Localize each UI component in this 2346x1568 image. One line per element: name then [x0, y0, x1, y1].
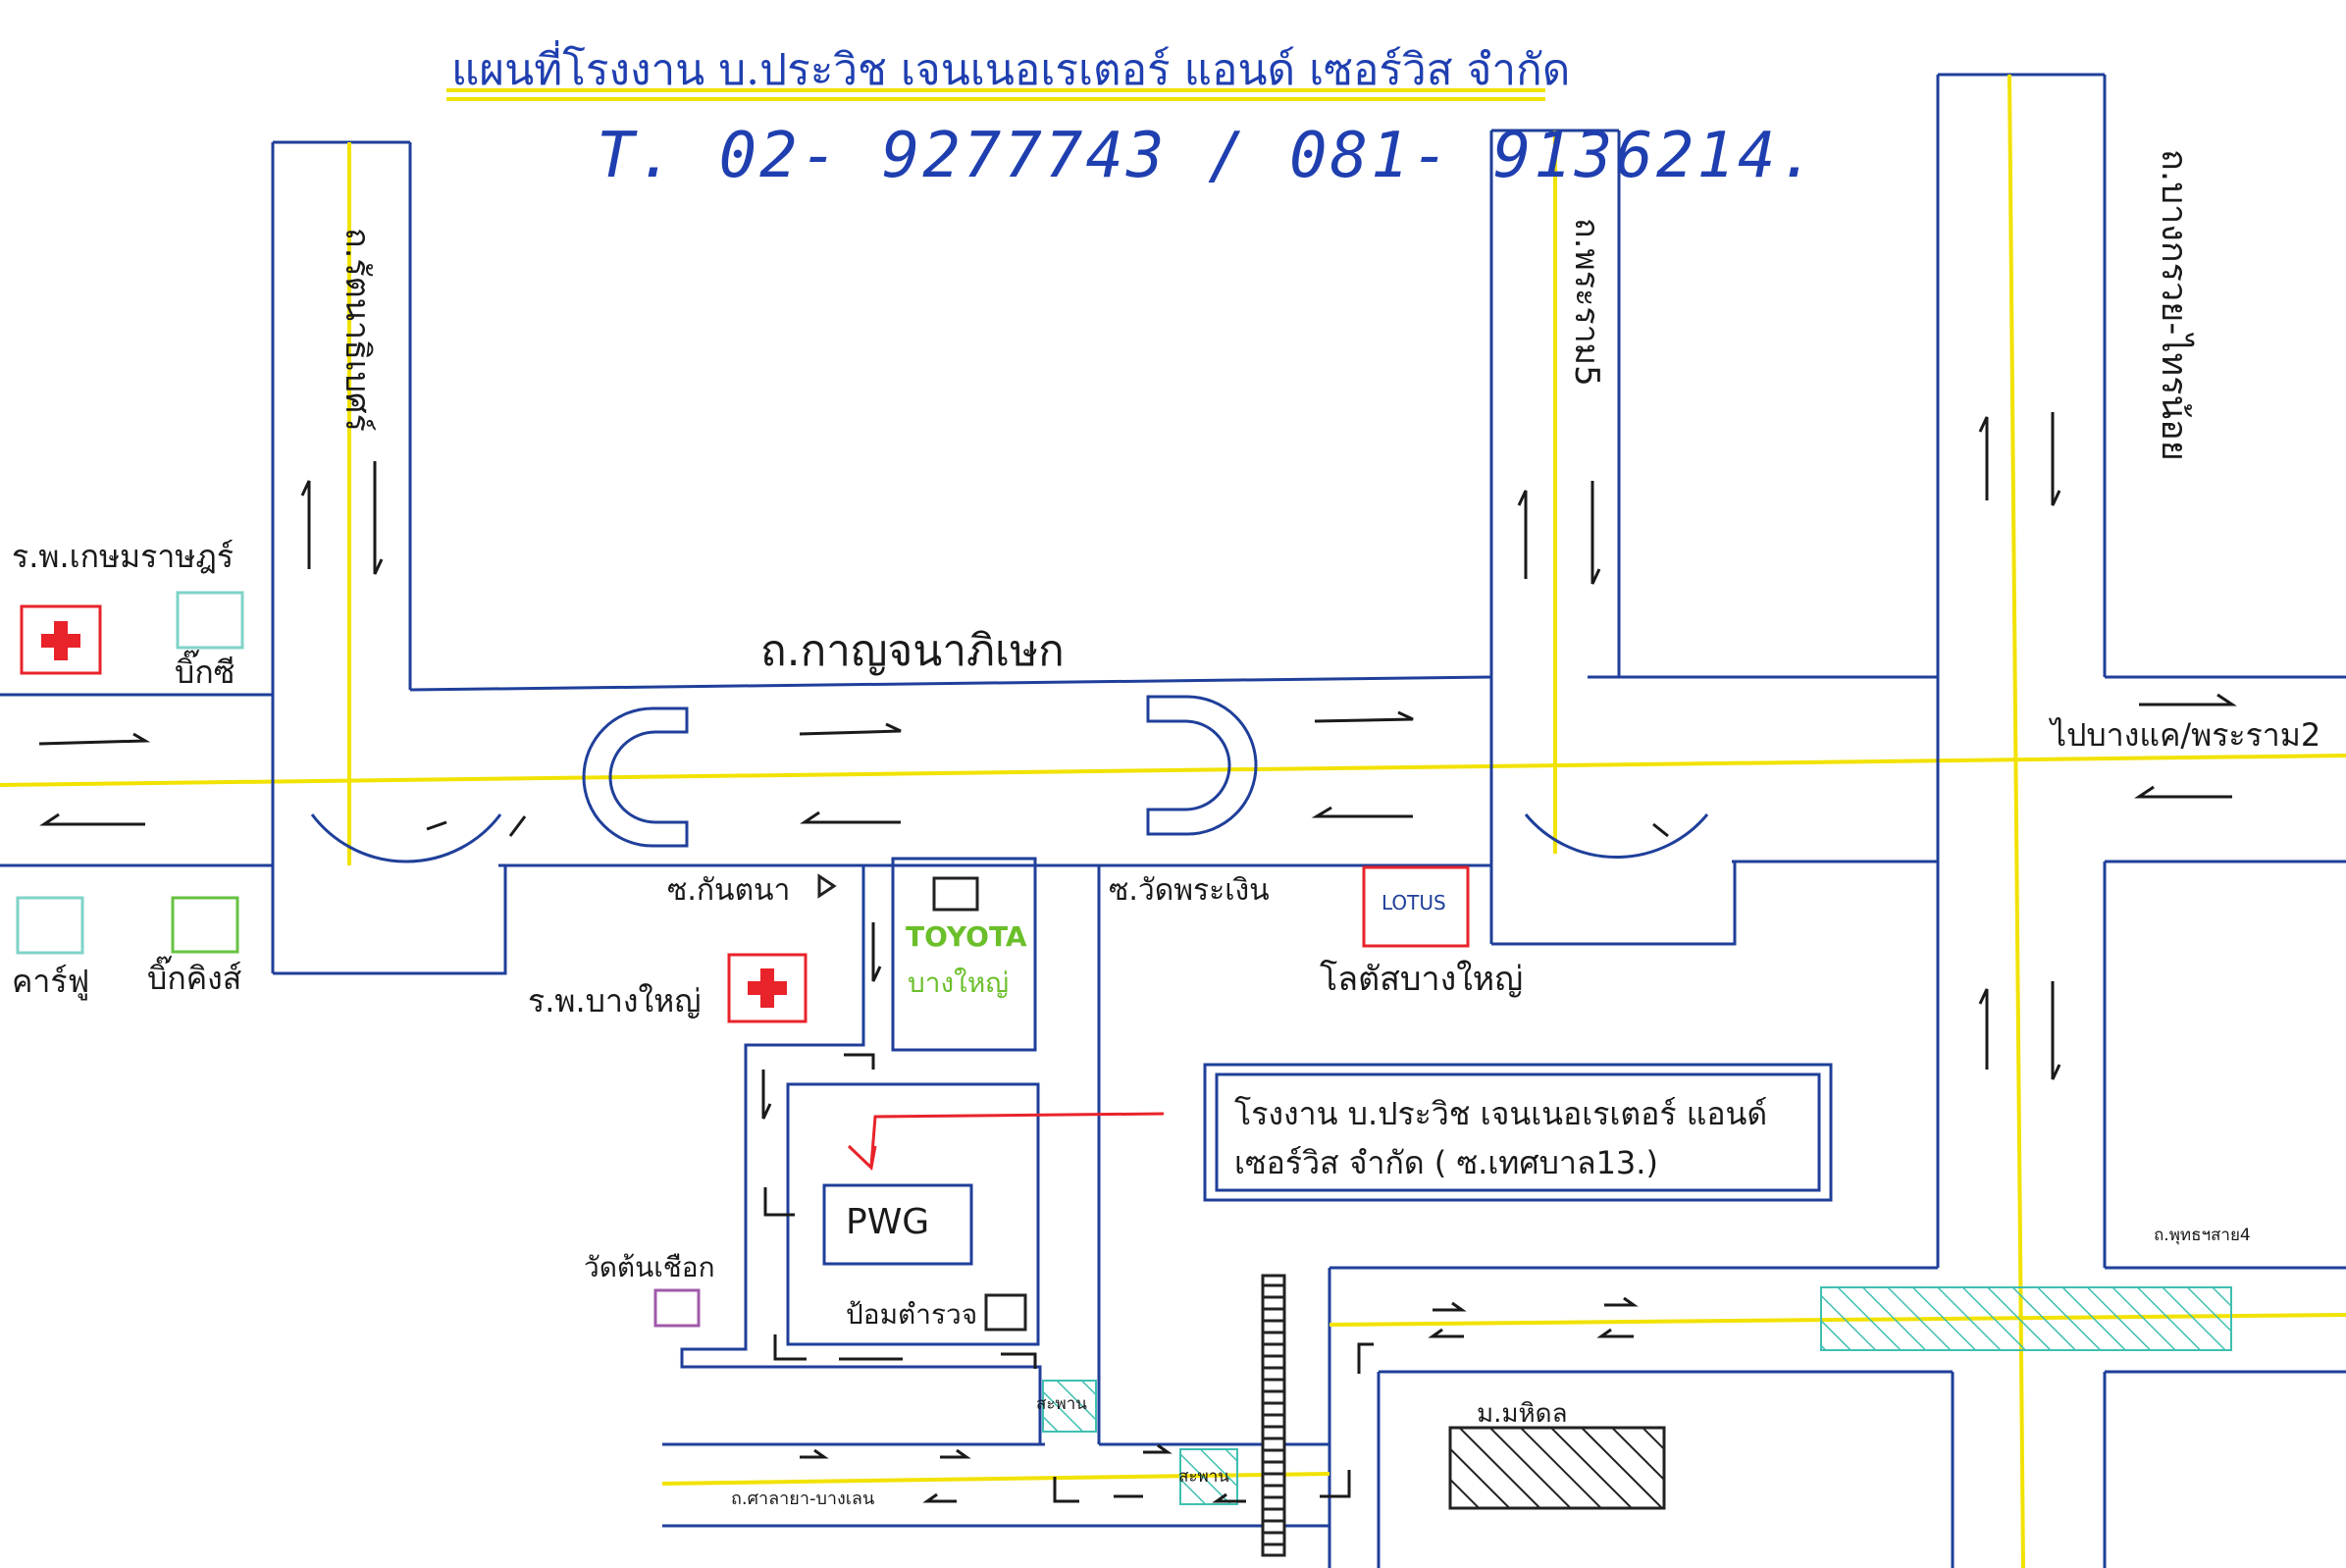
- bigc-marker: [176, 591, 244, 650]
- mahidol-label: ม.มหิดล: [1477, 1399, 1568, 1429]
- carrefour-label: คาร์ฟู: [12, 963, 90, 1000]
- main-road: [0, 675, 2346, 867]
- hospital-bangyai-label: ร.พ.บางใหญ่: [528, 982, 702, 1019]
- hospital-kasem-marker: [20, 604, 102, 675]
- soi-kantana-label: ซ.กันตนา: [667, 873, 791, 908]
- factory-pointer: [847, 1112, 1165, 1172]
- road-rama5-label: ถ.พระราม5: [1567, 218, 1606, 387]
- phone-numbers: T. 02- 9277743 / 081- 9136214.: [597, 120, 1819, 192]
- road-salaya: [662, 1442, 1329, 1528]
- hospital-kasem-label: ร.พ.เกษมราษฎร์: [12, 538, 235, 575]
- police-box: [984, 1293, 1027, 1332]
- bridge-salaya-label: สะพาน: [1178, 1467, 1229, 1487]
- bigc-label: บิ๊กซี: [175, 653, 235, 691]
- hospital-bangyai-cross-icon: [748, 968, 787, 1008]
- main-road-centerline: [0, 754, 2346, 787]
- lotus-marker: [1362, 865, 1470, 948]
- wat-label: วัดต้นเชือก: [584, 1251, 715, 1283]
- hospital-kasem-cross-icon: [41, 621, 80, 660]
- road-salaya-label: ถ.ศาลายา-บางเลน: [731, 1489, 875, 1509]
- bridge-right: [1820, 1286, 2232, 1351]
- factory-note-outer: [1203, 1063, 1833, 1202]
- pwg-label: PWG: [846, 1202, 930, 1242]
- factory-note-inner: [1215, 1072, 1821, 1192]
- railway: [1261, 1274, 1286, 1557]
- title-underline: [446, 88, 1545, 101]
- lotus-label: โลตัสบางใหญ่: [1320, 960, 1524, 999]
- carrefour-marker: [16, 896, 84, 955]
- factory-note-line1: โรงงาน บ.ประวิช เจนเนอเรเตอร์ แอนด์: [1234, 1095, 1768, 1132]
- traffic-arrows: [38, 412, 2237, 1503]
- road-main-label: ถ.กาญจนาภิเษก: [760, 626, 1065, 676]
- hospital-bangyai-marker: [727, 953, 808, 1023]
- bridge-salaya: [1179, 1448, 1238, 1505]
- mahidol-campus: [1448, 1426, 1666, 1510]
- road-bangkruai: [1936, 73, 2107, 1568]
- wat-marker: [653, 1288, 701, 1328]
- bigking-marker: [171, 896, 239, 954]
- pwg-building: [822, 1183, 973, 1266]
- toyota-building: [891, 857, 1037, 1052]
- bigking-label: บิ๊กคิงส์: [147, 960, 242, 997]
- bridge-soi-label: สะพาน: [1036, 1394, 1087, 1414]
- soi-kantana: [680, 865, 1101, 1444]
- to-bangkhae-label: ไปบางแค/พระราม2: [2051, 716, 2321, 754]
- kantana-arrow-icon: [817, 873, 837, 899]
- road-phutthamonthon: [1328, 1266, 2346, 1568]
- factory-note-line2: เซอร์วิส จำกัด ( ซ.เทศบาล13.): [1234, 1144, 1658, 1181]
- road-phutthamonthon-label: ถ.พุทธฯสาย4: [2154, 1226, 2251, 1245]
- road-bangkruai-label: ถ.บางกรวย-ไทรน้อย: [2154, 149, 2194, 461]
- toyota-logo-box: [932, 876, 979, 912]
- toyota-sub-label: บางใหญ่: [908, 967, 1010, 999]
- road-rattanathibet: [271, 140, 507, 975]
- toyota-label: TOYOTA: [906, 920, 1027, 953]
- police-label: ป้อมตำรวจ: [846, 1298, 978, 1331]
- bridge-soi: [1042, 1380, 1097, 1433]
- map-title: แผนที่โรงงาน บ.ประวิช เจนเนอเรเตอร์ แอนด…: [451, 45, 1571, 95]
- u-turns: [310, 695, 1709, 863]
- soi-wat-label: ซ.วัดพระเงิน: [1109, 873, 1270, 908]
- road-rattanathibet-label: ถ.รัตนาธิเบศร์: [338, 228, 377, 432]
- road-rama5: [1489, 129, 1737, 946]
- lotus-box-label: LOTUS: [1382, 891, 1446, 915]
